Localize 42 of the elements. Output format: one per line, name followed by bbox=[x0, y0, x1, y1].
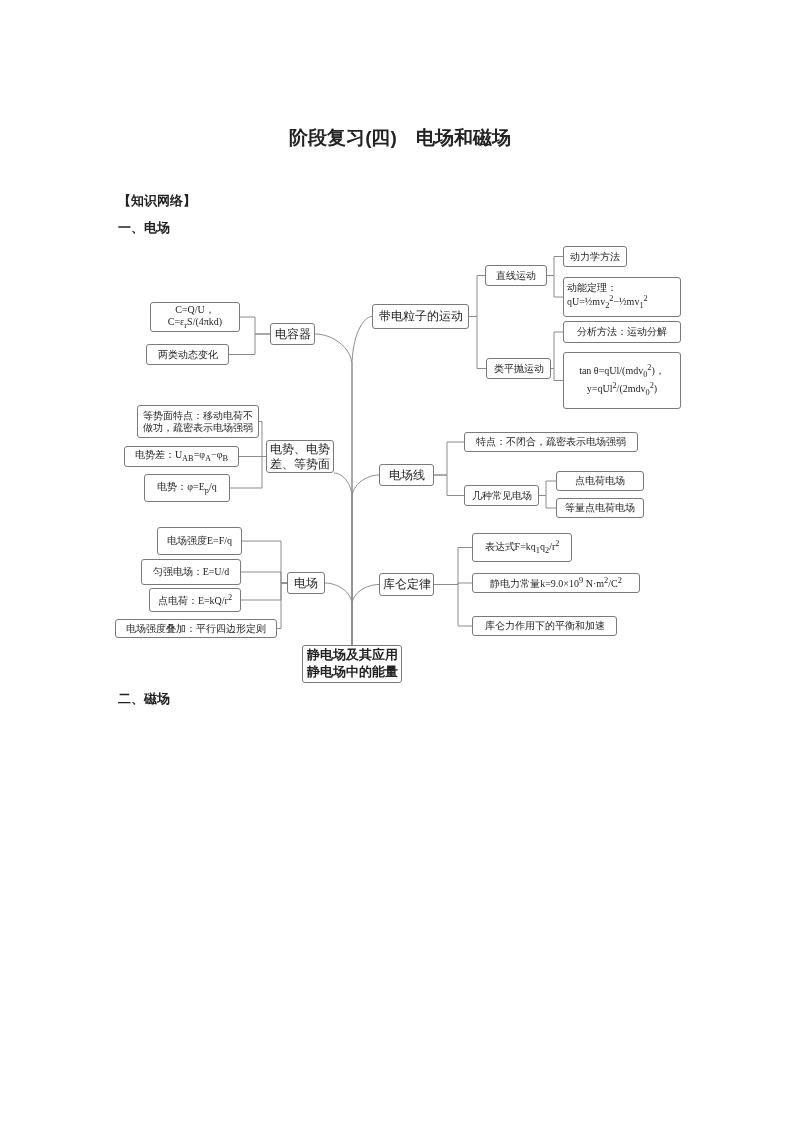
note-box: 电势：φ=E$_{p}$/q bbox=[144, 474, 230, 502]
note-box: 电场强度叠加：平行四边形定则 bbox=[115, 619, 277, 638]
connector-line bbox=[276, 582, 288, 629]
note-box bbox=[563, 277, 681, 317]
note-box: 静电力常量k=9.0×10$^{9}$ N·m$^{2}$/C$^{2}$ bbox=[472, 573, 640, 593]
connector-line bbox=[228, 333, 271, 355]
note-box: 库仑力作用下的平衡和加速 bbox=[472, 616, 617, 636]
topic-box: 电容器 bbox=[270, 323, 315, 345]
formula-text: tan θ=qUl/(mdv$_{0}$$^{2}$)， bbox=[579, 363, 665, 381]
heading-text: 动能定理： bbox=[567, 282, 617, 295]
topic-box: 电势、电势差、等势面 bbox=[266, 440, 334, 473]
note-box: 分析方法：运动分解 bbox=[563, 321, 681, 343]
note-box: 等势面特点：移动电荷不做功，疏密表示电场强弱 bbox=[137, 405, 259, 438]
connector-line bbox=[550, 331, 564, 369]
note-box: 几种常见电场 bbox=[464, 485, 539, 506]
topic-box: 电场线 bbox=[379, 464, 434, 486]
note-box bbox=[563, 352, 681, 409]
note-box: 两类动态变化 bbox=[146, 344, 229, 365]
note-box: 动力学方法 bbox=[563, 246, 627, 267]
note-box: 点电荷电场 bbox=[556, 471, 644, 491]
note-box: 电势差：U$_{AB}$=φ$_{A}$−φ$_{B}$ bbox=[124, 446, 239, 467]
topic-box: 电场 bbox=[287, 572, 325, 594]
page-title: 阶段复习(四) 电场和磁场 bbox=[289, 126, 511, 150]
section-heading: 二、磁场 bbox=[118, 690, 170, 708]
note-box: 匀强电场：E=U/d bbox=[141, 559, 241, 585]
note-box: 表达式F=kq$_{1}$q$_{2}$/r$^{2}$ bbox=[472, 533, 572, 562]
section-heading: 一、电场 bbox=[118, 219, 170, 237]
formula-text: y=qUl$^{2}$/(2mdv$_{0}$$^{2}$) bbox=[586, 380, 658, 398]
section-heading: 【知识网络】 bbox=[118, 192, 196, 210]
topic-box: 带电粒子的运动 bbox=[372, 304, 469, 329]
note-box: 特点：不闭合，疏密表示电场强弱 bbox=[464, 432, 638, 452]
topic-box: 库仑定律 bbox=[379, 573, 434, 596]
note-box: 电场强度E=F/q bbox=[157, 527, 242, 555]
note-box: 直线运动 bbox=[485, 265, 547, 286]
central-topic-box: 静电场及其应用静电场中的能量 bbox=[302, 645, 402, 683]
connector-line bbox=[433, 474, 465, 496]
note-box: 点电荷：E=kQ/r$^{2}$ bbox=[149, 588, 241, 612]
note-box: 等量点电荷电场 bbox=[556, 498, 644, 518]
connector-line bbox=[351, 584, 380, 646]
note-box: 类平抛运动 bbox=[486, 358, 551, 379]
note-box: C=Q/U，C=ε$_{r}$S/(4πkd) bbox=[150, 302, 240, 332]
connector-line bbox=[550, 368, 564, 381]
